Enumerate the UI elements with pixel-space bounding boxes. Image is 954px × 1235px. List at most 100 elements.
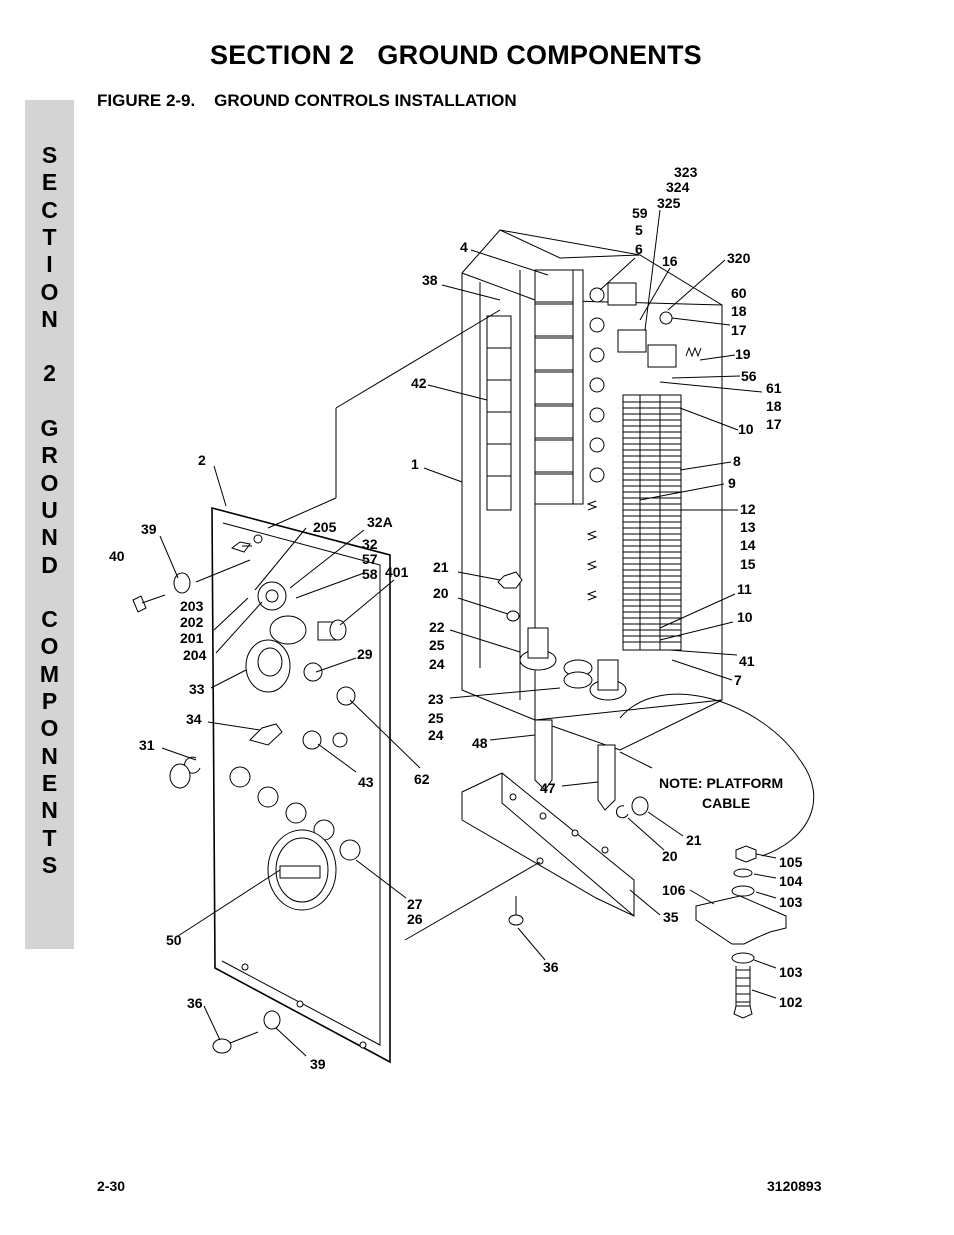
side-tab-letter: E <box>41 169 58 196</box>
callout-labels: 323 324 325 59 5 6 4 16 320 38 60 18 17 … <box>109 164 803 1072</box>
callout-33: 33 <box>189 681 205 697</box>
side-tab-letter: M <box>39 660 60 687</box>
callout-24: 24 <box>429 656 445 672</box>
callout-204: 204 <box>183 647 207 663</box>
callout-4: 4 <box>460 239 468 255</box>
callout-62: 62 <box>414 771 430 787</box>
callout-5: 5 <box>635 222 643 238</box>
side-tab-letter: R <box>41 442 58 469</box>
side-tab-letter: C <box>41 196 58 223</box>
callout-57: 57 <box>362 551 378 567</box>
side-tab-letter: U <box>41 496 58 523</box>
callout-27: 27 <box>407 896 423 912</box>
callout-21: 21 <box>433 559 449 575</box>
side-tab-letter: O <box>40 715 59 742</box>
callout-56: 56 <box>741 368 757 384</box>
side-tab-letter: O <box>40 278 59 305</box>
side-tab-letter: D <box>41 551 58 578</box>
callout-34: 34 <box>186 711 202 727</box>
side-tab-letter: S <box>41 142 58 168</box>
leader-lines <box>159 209 777 1057</box>
callout-103b: 103 <box>779 964 803 980</box>
callout-39b: 39 <box>310 1056 326 1072</box>
callout-11: 11 <box>737 581 752 597</box>
side-tab-letter: T <box>42 824 57 851</box>
callout-7: 7 <box>734 672 742 688</box>
note-line-2: CABLE <box>702 795 750 811</box>
callout-6: 6 <box>635 241 643 257</box>
callout-22: 22 <box>429 619 445 635</box>
callout-42: 42 <box>411 375 427 391</box>
bottom-connectors <box>519 627 627 701</box>
decal-strip <box>486 315 512 511</box>
control-box <box>461 229 723 811</box>
callout-50: 50 <box>166 932 182 948</box>
callout-18: 18 <box>731 303 747 319</box>
callout-324: 324 <box>666 179 690 195</box>
callout-401: 401 <box>385 564 409 580</box>
callout-60: 60 <box>731 285 747 301</box>
callout-325: 325 <box>657 195 681 211</box>
side-tab-letter: N <box>41 305 58 332</box>
side-tab-letter: N <box>41 524 58 551</box>
callout-26: 26 <box>407 911 423 927</box>
callout-15: 15 <box>740 556 756 572</box>
callout-18b: 18 <box>766 398 782 414</box>
side-tab-letter: C <box>41 606 58 633</box>
callout-10: 10 <box>738 421 754 437</box>
callout-20: 20 <box>433 585 449 601</box>
callout-320: 320 <box>727 250 751 266</box>
callout-59: 59 <box>632 205 648 221</box>
callout-105: 105 <box>779 854 803 870</box>
callout-106: 106 <box>662 882 686 898</box>
callout-25: 25 <box>429 637 445 653</box>
callout-36: 36 <box>543 959 559 975</box>
side-tab-letter: O <box>40 633 59 660</box>
callout-40: 40 <box>109 548 125 564</box>
callout-8: 8 <box>733 453 741 469</box>
callout-43: 43 <box>358 774 374 790</box>
side-tab-letter: T <box>42 223 57 250</box>
callout-16: 16 <box>662 253 678 269</box>
callout-58: 58 <box>362 566 378 582</box>
callout-29: 29 <box>357 646 373 662</box>
side-tab-letter: O <box>40 469 59 496</box>
side-tab-letter: S <box>41 851 58 878</box>
callout-25b: 25 <box>428 710 444 726</box>
callout-36b: 36 <box>187 995 203 1011</box>
callout-21b: 21 <box>686 832 702 848</box>
callout-39: 39 <box>141 521 157 537</box>
callout-19: 19 <box>735 346 751 362</box>
callout-31: 31 <box>139 737 155 753</box>
springs <box>586 346 702 601</box>
callout-17b: 17 <box>766 416 782 432</box>
callout-48: 48 <box>472 735 488 751</box>
document-number: 3120893 <box>767 1178 822 1194</box>
figure-caption: FIGURE 2-9. GROUND CONTROLS INSTALLATION <box>97 91 517 110</box>
callout-201: 201 <box>180 630 204 646</box>
callout-323: 323 <box>674 164 698 180</box>
side-tab-letter: N <box>41 742 58 769</box>
callout-32A: 32A <box>367 514 393 530</box>
callout-24b: 24 <box>428 727 444 743</box>
note-line-1: NOTE: PLATFORM <box>659 775 783 791</box>
callout-205: 205 <box>313 519 337 535</box>
side-tab-letter: G <box>40 415 59 441</box>
callout-20b: 20 <box>662 848 678 864</box>
callout-103: 103 <box>779 894 803 910</box>
side-tab-letter: N <box>41 797 58 824</box>
relay-sockets <box>589 287 605 483</box>
callout-17: 17 <box>731 322 747 338</box>
front-panel <box>211 506 391 1064</box>
callout-1: 1 <box>411 456 419 472</box>
callout-9: 9 <box>728 475 736 491</box>
callout-10b: 10 <box>737 609 753 625</box>
callout-104: 104 <box>779 873 803 889</box>
callout-12: 12 <box>740 501 756 517</box>
callout-2: 2 <box>198 452 206 468</box>
section-title: SECTION 2 GROUND COMPONENTS <box>210 40 702 70</box>
side-tab-letter: 2 <box>43 360 56 387</box>
terminal-strip <box>622 394 682 651</box>
